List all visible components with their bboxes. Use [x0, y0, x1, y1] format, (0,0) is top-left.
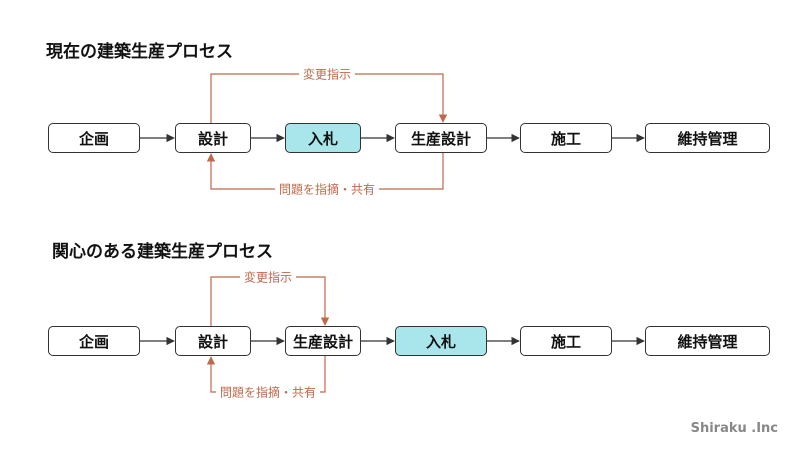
process-step: 企画: [48, 123, 140, 153]
change-instruction-label: 変更指示: [239, 268, 297, 286]
problem-sharing-label: 問題を指摘・共有: [215, 383, 321, 401]
problem-sharing-label: 問題を指摘・共有: [274, 180, 380, 198]
process-step: 入札: [285, 123, 361, 153]
process-step: 生産設計: [285, 326, 361, 356]
process-step: 施工: [520, 123, 612, 153]
process-step: 維持管理: [645, 326, 770, 356]
process-step: 維持管理: [645, 123, 770, 153]
diagram-title-current: 現在の建築生産プロセス: [46, 42, 233, 62]
process-step: 入札: [395, 326, 487, 356]
process-step: 設計: [175, 326, 251, 356]
company-credit: Shiraku .Inc: [690, 421, 778, 436]
diagram-title-ideal: 関心のある建築生産プロセス: [52, 242, 273, 262]
change-instruction-label: 変更指示: [298, 65, 356, 83]
process-step: 生産設計: [395, 123, 487, 153]
process-step: 施工: [520, 326, 612, 356]
process-step: 設計: [175, 123, 251, 153]
process-step: 企画: [48, 326, 140, 356]
